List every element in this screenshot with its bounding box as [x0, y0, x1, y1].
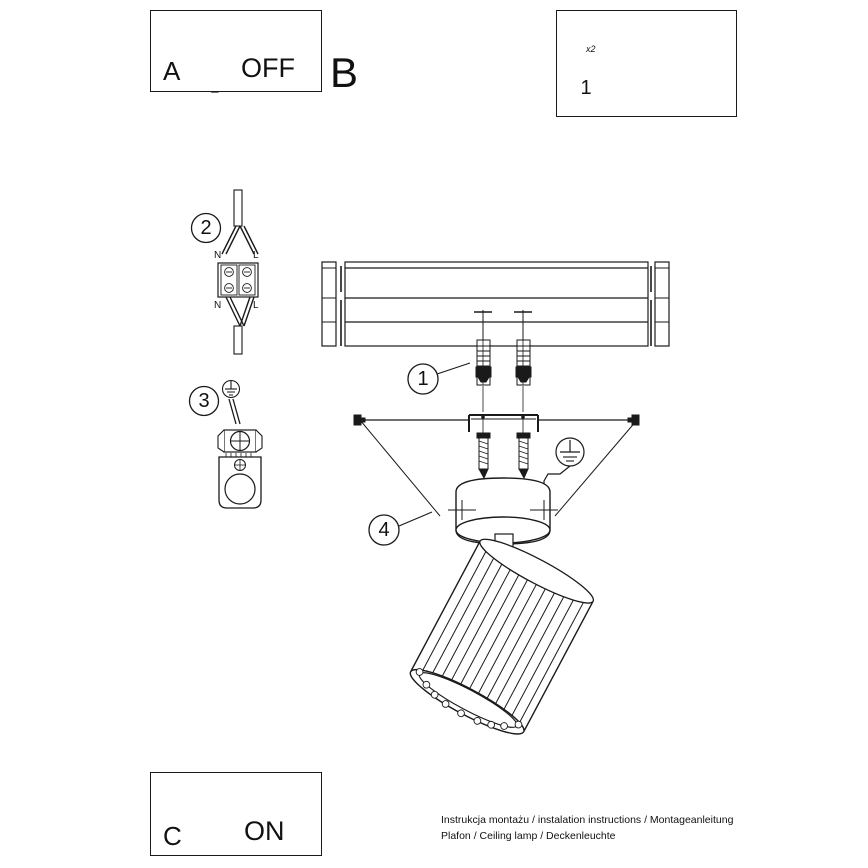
terminal-block-illustration	[190, 189, 259, 355]
footer-text: Instrukcja montażu / instalation instruc…	[441, 812, 741, 845]
earth-connection-illustration	[188, 379, 263, 509]
main-assembly	[321, 261, 670, 735]
panel-a-action-label: OFF	[241, 53, 295, 83]
panel-c-action-label: ON	[244, 816, 285, 846]
ceiling-slab	[321, 261, 670, 347]
panel-c-frame	[150, 772, 322, 856]
panel-b-letter: B	[330, 49, 359, 96]
wall-plug-right	[515, 339, 532, 386]
earth-ground-icon-assembly	[555, 437, 585, 467]
panel-c-letter: C	[163, 821, 182, 851]
panel-a-frame	[150, 10, 322, 92]
callout-4-number: 4	[378, 518, 390, 541]
panel-parts-frame	[556, 10, 737, 117]
round-canopy	[448, 477, 558, 545]
mounting-bracket	[353, 414, 640, 432]
wall-plug-quantity-label: x2	[586, 44, 596, 54]
terminal-label-l-top: L	[253, 250, 259, 261]
mounting-screw-left	[476, 432, 491, 480]
fluted-spotlight-head	[409, 538, 595, 735]
step-3-number: 3	[198, 389, 210, 412]
footer-line-1: Instrukcja montażu / instalation instruc…	[441, 814, 734, 826]
step-2-number: 2	[200, 216, 212, 239]
terminal-label-n-top: N	[214, 250, 222, 261]
terminal-label-n-bottom: N	[214, 300, 222, 311]
footer-line-2: Plafon / Ceiling lamp / Deckenleuchte	[441, 830, 616, 843]
panel-a-letter: A	[163, 56, 181, 86]
wall-plug-left	[475, 339, 492, 386]
parts-step-number: 1	[580, 76, 592, 99]
earth-ground-icon	[221, 379, 241, 399]
callout-1-number: 1	[417, 367, 429, 390]
mounting-screw-right	[516, 432, 531, 480]
terminal-label-l-bottom: L	[253, 300, 259, 311]
